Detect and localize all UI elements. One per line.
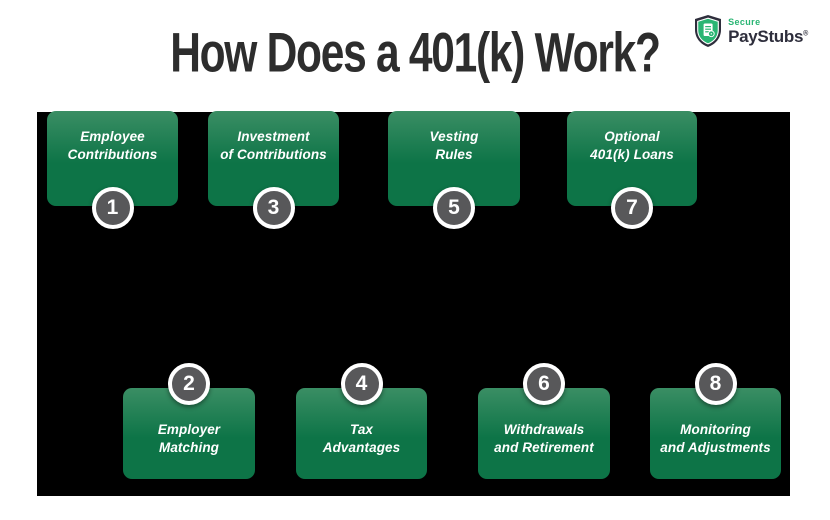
step-number: 1	[106, 196, 119, 220]
step-number-badge: 7	[611, 187, 653, 229]
step-number: 6	[538, 372, 550, 396]
step-number: 7	[626, 196, 638, 220]
brand-logo-text: Secure PayStubs®	[728, 14, 808, 46]
step-label-line: Optional	[604, 128, 660, 144]
step-box-withdrawals-and-retirement: Withdrawals and Retirement 6	[478, 363, 610, 479]
brand-logo: Secure PayStubs®	[693, 14, 808, 48]
page-title-text: How Does a 401(k) Work?	[170, 21, 661, 84]
step-number-badge: 3	[252, 187, 295, 229]
logo-paystubs-text: PayStubs®	[728, 28, 808, 45]
step-label-line: Withdrawals	[503, 421, 585, 437]
step-label-line: 401(k) Loans	[590, 146, 674, 162]
step-number-badge: 1	[91, 187, 134, 229]
step-box-employer-matching: Employer Matching 2	[123, 363, 255, 479]
step-number: 4	[355, 372, 368, 396]
logo-paystubs-word: PayStubs	[728, 27, 804, 46]
step-label-line: Monitoring	[680, 421, 751, 437]
step-number: 5	[448, 196, 460, 220]
registered-mark-symbol: ®	[803, 30, 808, 38]
step-number-badge: 5	[433, 187, 475, 229]
step-label-line: and Adjustments	[660, 439, 771, 455]
page-title: How Does a 401(k) Work?	[0, 20, 830, 84]
step-label-line: Matching	[158, 439, 220, 455]
step-box-vesting-rules: Vesting Rules 5	[388, 111, 520, 229]
step-number-badge: 8	[694, 363, 737, 405]
step-label-line: Tax	[349, 421, 374, 437]
step-box-employee-contributions: Employee Contributions 1	[47, 111, 178, 229]
step-number: 2	[183, 372, 195, 396]
shield-paystub-icon	[695, 15, 722, 47]
step-label-line: and Retirement	[494, 439, 594, 455]
step-box-tax-advantages: Tax Advantages 4	[296, 363, 427, 479]
step-number-badge: 2	[168, 363, 210, 405]
step-box-monitoring-and-adjustments: Monitoring and Adjustments 8	[650, 363, 781, 479]
step-number-badge: 6	[523, 363, 565, 405]
step-number: 8	[709, 372, 722, 396]
step-label-line: of Contributions	[220, 146, 327, 162]
logo-secure-text: Secure	[728, 17, 761, 27]
step-label-line: Investment	[237, 128, 310, 144]
step-label-line: Vesting	[429, 128, 479, 144]
step-box-optional-401k-loans: Optional 401(k) Loans 7	[567, 111, 697, 229]
step-box-investment-of-contributions: Investment of Contributions 3	[208, 111, 339, 229]
step-number: 3	[267, 196, 280, 220]
step-label-line: Employer	[157, 421, 221, 437]
step-number-badge: 4	[340, 363, 383, 405]
step-label-line: Rules	[435, 146, 473, 162]
step-label-line: Advantages	[322, 439, 401, 455]
step-label-line: Employee	[80, 128, 145, 144]
step-label-line: Contributions	[67, 146, 158, 162]
